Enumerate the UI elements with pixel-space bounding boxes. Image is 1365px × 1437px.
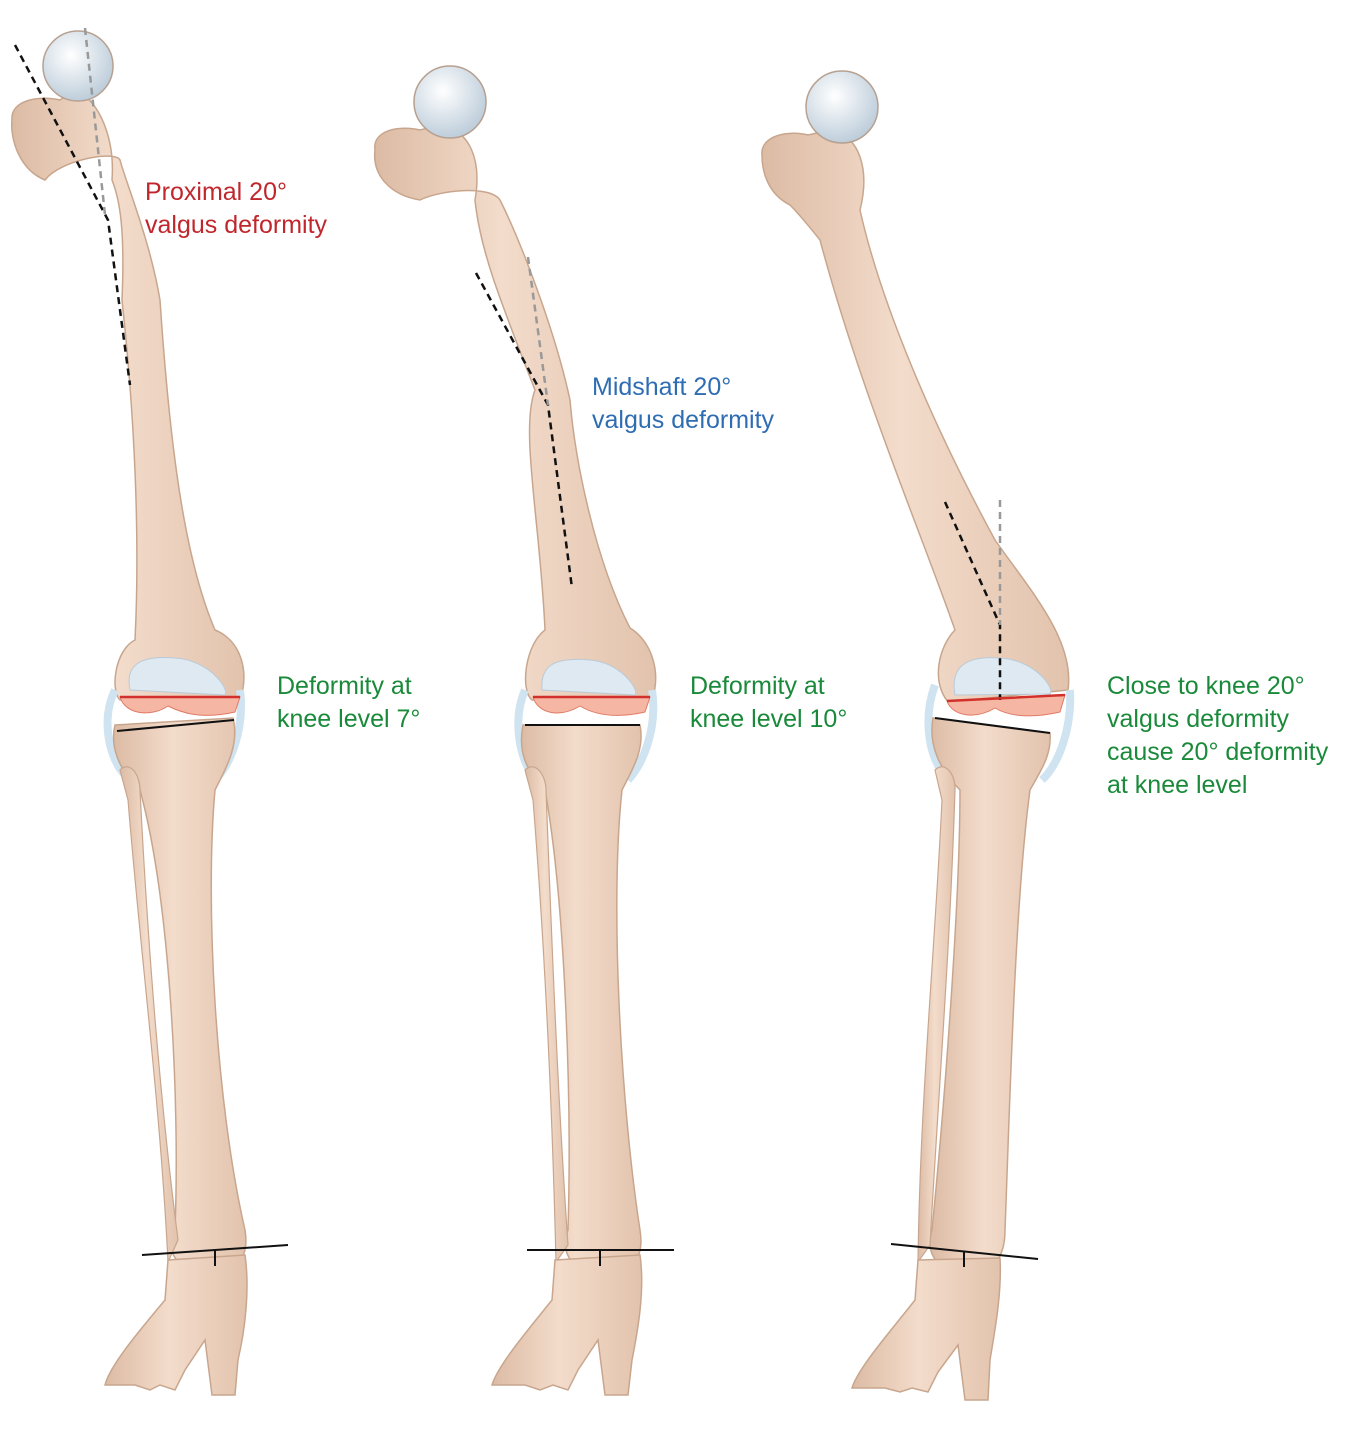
femoral-head — [413, 65, 487, 139]
fibula — [119, 766, 179, 1263]
foot — [850, 1257, 1002, 1401]
tibial-joint-line — [934, 717, 1051, 734]
label-line: Midshaft 20° — [592, 373, 732, 401]
label-line: Close to knee 20° — [1107, 672, 1305, 700]
femoral-joint-line — [946, 693, 1066, 703]
femoral-head — [805, 70, 879, 144]
leg-1-top-label: Proximal 20° valgus deformity — [145, 176, 327, 242]
femur — [373, 124, 657, 701]
condyle-cartilage — [953, 657, 1052, 696]
ankle-line — [890, 1243, 1039, 1260]
leg-1-knee-label: Deformity at knee level 7° — [277, 670, 420, 736]
fibula — [917, 766, 956, 1264]
label-line: at knee level — [1107, 771, 1248, 799]
leg-1 — [11, 27, 289, 1396]
leg-3-knee-label: Close to knee 20° valgus deformity cause… — [1107, 670, 1328, 802]
leg-2 — [373, 65, 674, 1396]
leg-2-knee-label: Deformity at knee level 10° — [690, 670, 847, 736]
axis-line — [13, 44, 132, 386]
label-line: knee level 10° — [690, 705, 848, 733]
femur — [761, 129, 1070, 703]
label-line: valgus deformity — [592, 406, 775, 434]
leg-2-top-label: Midshaft 20° valgus deformity — [592, 371, 774, 437]
reference-line — [526, 256, 550, 406]
label-line: Proximal 20° — [145, 178, 287, 206]
label-line: Deformity at — [277, 672, 412, 700]
foot — [104, 1254, 248, 1396]
leg-3 — [761, 70, 1075, 1401]
label-line: valgus deformity — [145, 211, 328, 239]
femoral-head — [42, 30, 114, 102]
foot — [490, 1254, 643, 1396]
label-line: knee level 7° — [277, 705, 421, 733]
tibial-joint-line — [116, 719, 235, 732]
meniscus — [119, 696, 241, 716]
condyle-cartilage — [128, 656, 227, 696]
fibula — [524, 766, 569, 1264]
condyle-cartilage — [541, 658, 637, 696]
reference-line — [83, 27, 107, 216]
label-line: cause 20° deformity — [1107, 738, 1329, 766]
label-line: Deformity at — [690, 672, 825, 700]
label-line: valgus deformity — [1107, 705, 1290, 733]
meniscus — [532, 696, 651, 716]
